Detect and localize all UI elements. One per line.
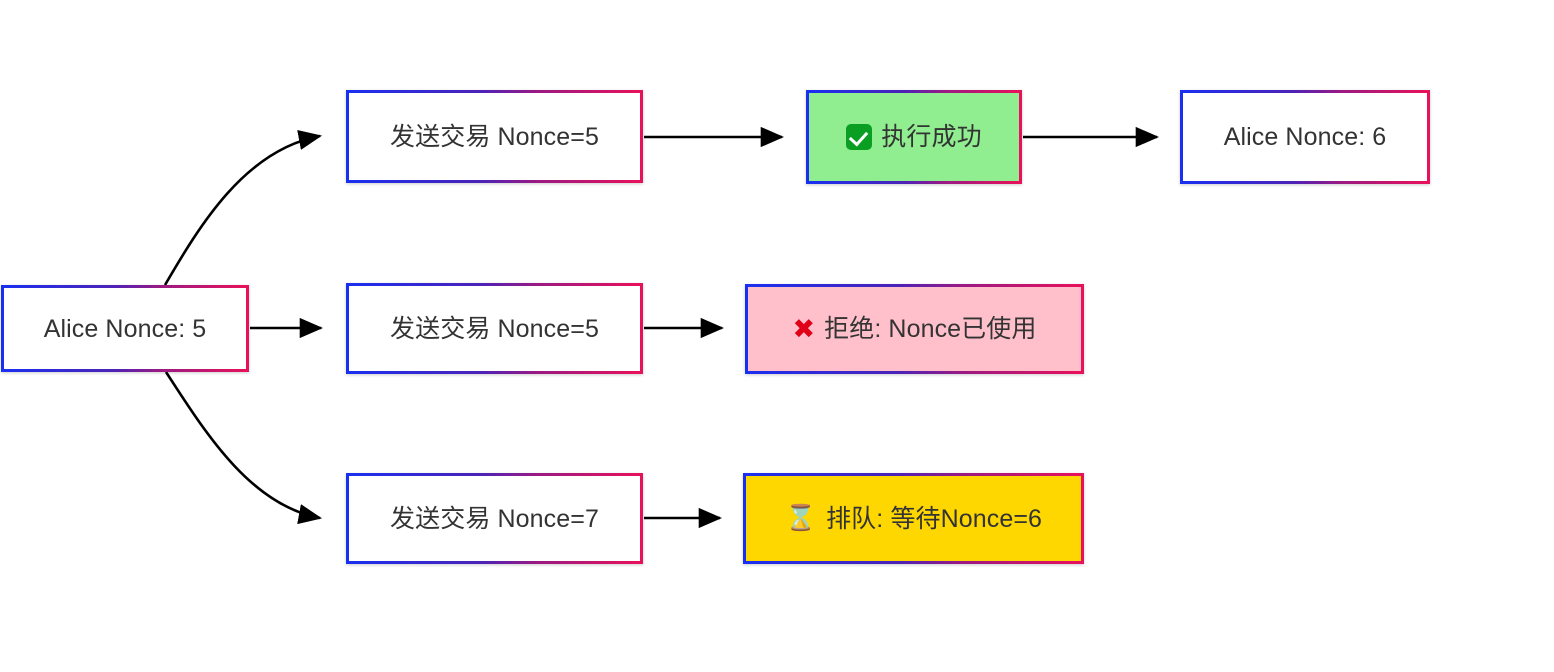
node-label: Alice Nonce: 6 <box>1223 123 1387 151</box>
node-label: 拒绝: Nonce已使用 <box>824 315 1037 343</box>
node-label: Alice Nonce: 5 <box>43 314 207 343</box>
node-send-transaction-nonce-7[interactable]: 发送交易 Nonce=7 <box>346 473 643 564</box>
node-label: 执行成功 <box>881 123 982 151</box>
cross-mark-icon: ✖ <box>792 313 816 344</box>
node-send-transaction-nonce-5-second[interactable]: 发送交易 Nonce=5 <box>346 283 643 374</box>
node-execution-success[interactable]: 执行成功 <box>806 90 1022 184</box>
check-mark-icon <box>846 124 873 150</box>
node-label: 发送交易 Nonce=7 <box>390 504 599 533</box>
node-alice-nonce-start[interactable]: Alice Nonce: 5 <box>1 285 249 372</box>
node-rejected-nonce-used[interactable]: ✖ 拒绝: Nonce已使用 <box>745 284 1084 374</box>
node-alice-nonce-end[interactable]: Alice Nonce: 6 <box>1180 90 1430 184</box>
edge-alice-start-to-tx1 <box>163 129 323 286</box>
node-send-transaction-nonce-5-first[interactable]: 发送交易 Nonce=5 <box>346 90 643 183</box>
node-label: 发送交易 Nonce=5 <box>390 122 599 151</box>
node-label: 排队: 等待Nonce=6 <box>826 504 1043 533</box>
hourglass-icon: ⌛ <box>784 504 817 532</box>
node-queued-waiting-nonce-6[interactable]: ⌛ 排队: 等待Nonce=6 <box>743 473 1084 564</box>
node-label: 发送交易 Nonce=5 <box>390 314 599 343</box>
edge-alice-start-to-tx3 <box>164 371 323 525</box>
